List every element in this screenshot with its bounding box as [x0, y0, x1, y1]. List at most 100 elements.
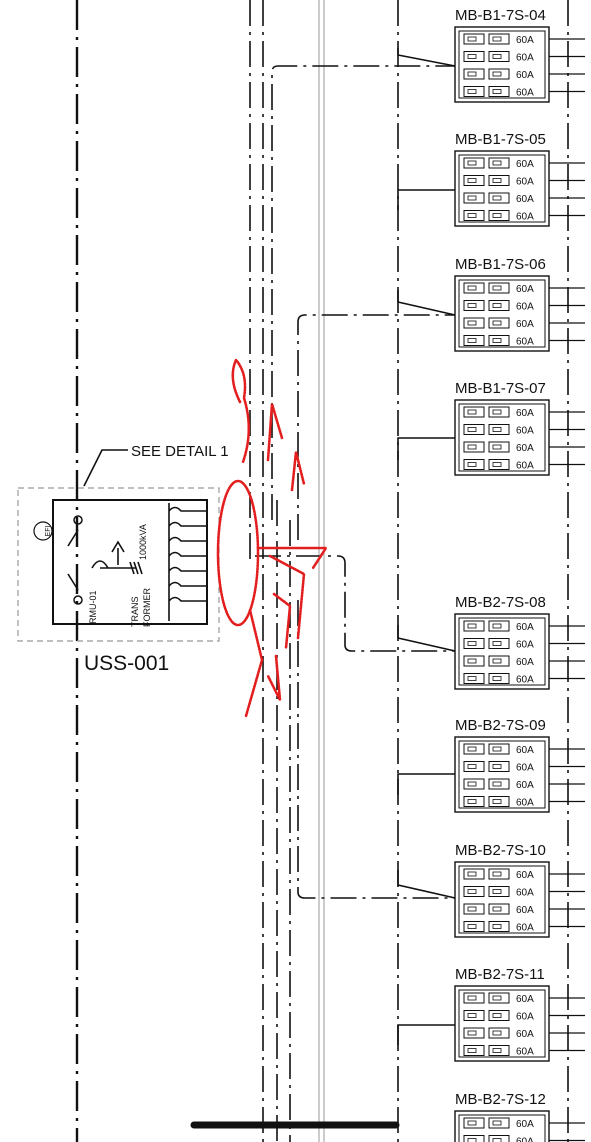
breaker-toggle [492, 462, 502, 467]
ring-main-unit-symbol [67, 515, 143, 605]
breaker-pole [463, 459, 485, 470]
breaker-toggle [467, 871, 477, 877]
breaker-rating: 60A [516, 426, 534, 437]
breaker-pole [463, 620, 485, 632]
board-feed-05 [397, 189, 455, 210]
breaker-rating: 60A [516, 53, 534, 64]
see-detail-label: SEE DETAIL 1 [131, 443, 229, 460]
breaker-toggle [492, 160, 502, 166]
breaker-pole [488, 778, 510, 790]
breaker-toggle [467, 658, 477, 664]
feeder-line-08 [255, 555, 455, 652]
main-board-title: MB-B2-7S-10 [455, 842, 546, 859]
board-enclosure [454, 399, 550, 476]
breaker-rating: 60A [516, 763, 534, 774]
main-board-title: MB-B1-7S-07 [455, 380, 546, 397]
breaker-toggle [492, 303, 502, 308]
transformer-rating-label: 1000kVA [138, 524, 148, 560]
breaker-pole [488, 796, 510, 807]
breaker-pole [463, 300, 485, 311]
breaker-rating: 60A [516, 798, 534, 809]
breaker-pole [463, 778, 485, 790]
breaker-toggle [467, 462, 477, 467]
breaker-pole [488, 459, 510, 470]
breaker-toggle [467, 338, 477, 343]
breaker-toggle [492, 178, 502, 183]
feeder-line-04 [271, 65, 455, 520]
feeder-line-10 [297, 600, 455, 899]
breaker-rating: 60A [516, 905, 534, 916]
breaker-toggle [492, 285, 502, 291]
breaker-rating: 60A [516, 780, 534, 791]
breaker-toggle [492, 799, 502, 804]
breaker-pole [488, 620, 510, 632]
breaker-rating: 60A [516, 337, 534, 348]
breaker-toggle [467, 444, 477, 450]
breaker-rating: 60A [516, 1012, 534, 1023]
breaker-toggle [467, 1048, 477, 1053]
breaker-toggle [492, 1048, 502, 1053]
breaker-pole [488, 655, 510, 667]
breaker-pole [463, 210, 485, 221]
breaker-pole [488, 68, 510, 80]
breaker-pole [488, 1027, 510, 1039]
breaker-pole [463, 1010, 485, 1021]
breaker-toggle [492, 1030, 502, 1036]
breaker-pole [463, 868, 485, 880]
board-enclosure [454, 150, 550, 227]
breaker-pole [463, 743, 485, 755]
breaker-rating: 60A [516, 408, 534, 419]
breaker-pole [488, 673, 510, 684]
breaker-pole [463, 1027, 485, 1039]
switchgear-outline [52, 499, 208, 625]
board-enclosure [454, 736, 550, 813]
board-inner-frame [458, 279, 546, 348]
breaker-rating: 60A [516, 745, 534, 756]
breaker-rating: 60A [516, 461, 534, 472]
breaker-pole [463, 424, 485, 435]
breaker-pole [463, 796, 485, 807]
board-feed-09 [397, 773, 455, 795]
breaker-rating: 60A [516, 657, 534, 668]
breaker-pole [463, 406, 485, 418]
breaker-pole [488, 157, 510, 169]
breaker-rating: 60A [516, 675, 534, 686]
breaker-toggle [492, 320, 502, 326]
breaker-toggle [467, 178, 477, 183]
breaker-toggle [492, 195, 502, 201]
board-inner-frame [458, 865, 546, 934]
board-feed-07 [397, 437, 455, 460]
breaker-rating: 60A [516, 70, 534, 81]
breaker-toggle [467, 781, 477, 787]
breaker-rating: 60A [516, 194, 534, 205]
breaker-rating: 60A [516, 159, 534, 170]
detail-boundary [17, 487, 220, 642]
breaker-toggle [467, 746, 477, 752]
breaker-pole [488, 175, 510, 186]
board-enclosure [454, 275, 550, 352]
board-feed-08 [397, 625, 456, 652]
breaker-toggle [467, 303, 477, 308]
breaker-rating: 60A [516, 1119, 534, 1130]
breaker-pole [463, 655, 485, 667]
breaker-toggle [467, 1138, 477, 1142]
rmu-label: RMU-01 [88, 590, 98, 624]
breaker-rating: 60A [516, 302, 534, 313]
tapoff-fuses [168, 506, 206, 602]
breaker-toggle [492, 871, 502, 877]
breaker-pole [463, 51, 485, 62]
board-enclosure [454, 985, 550, 1062]
breaker-pole [488, 1135, 510, 1142]
breaker-toggle [492, 54, 502, 59]
breaker-toggle [492, 1138, 502, 1142]
breaker-rating: 60A [516, 284, 534, 295]
breaker-toggle [492, 71, 502, 77]
substation-name: USS-001 [84, 652, 169, 675]
breaker-toggle [467, 995, 477, 1001]
feeder-line-06 [297, 314, 455, 540]
main-board-title: MB-B1-7S-06 [455, 256, 546, 273]
board-feed-10 [397, 870, 456, 899]
breaker-pole [488, 335, 510, 346]
